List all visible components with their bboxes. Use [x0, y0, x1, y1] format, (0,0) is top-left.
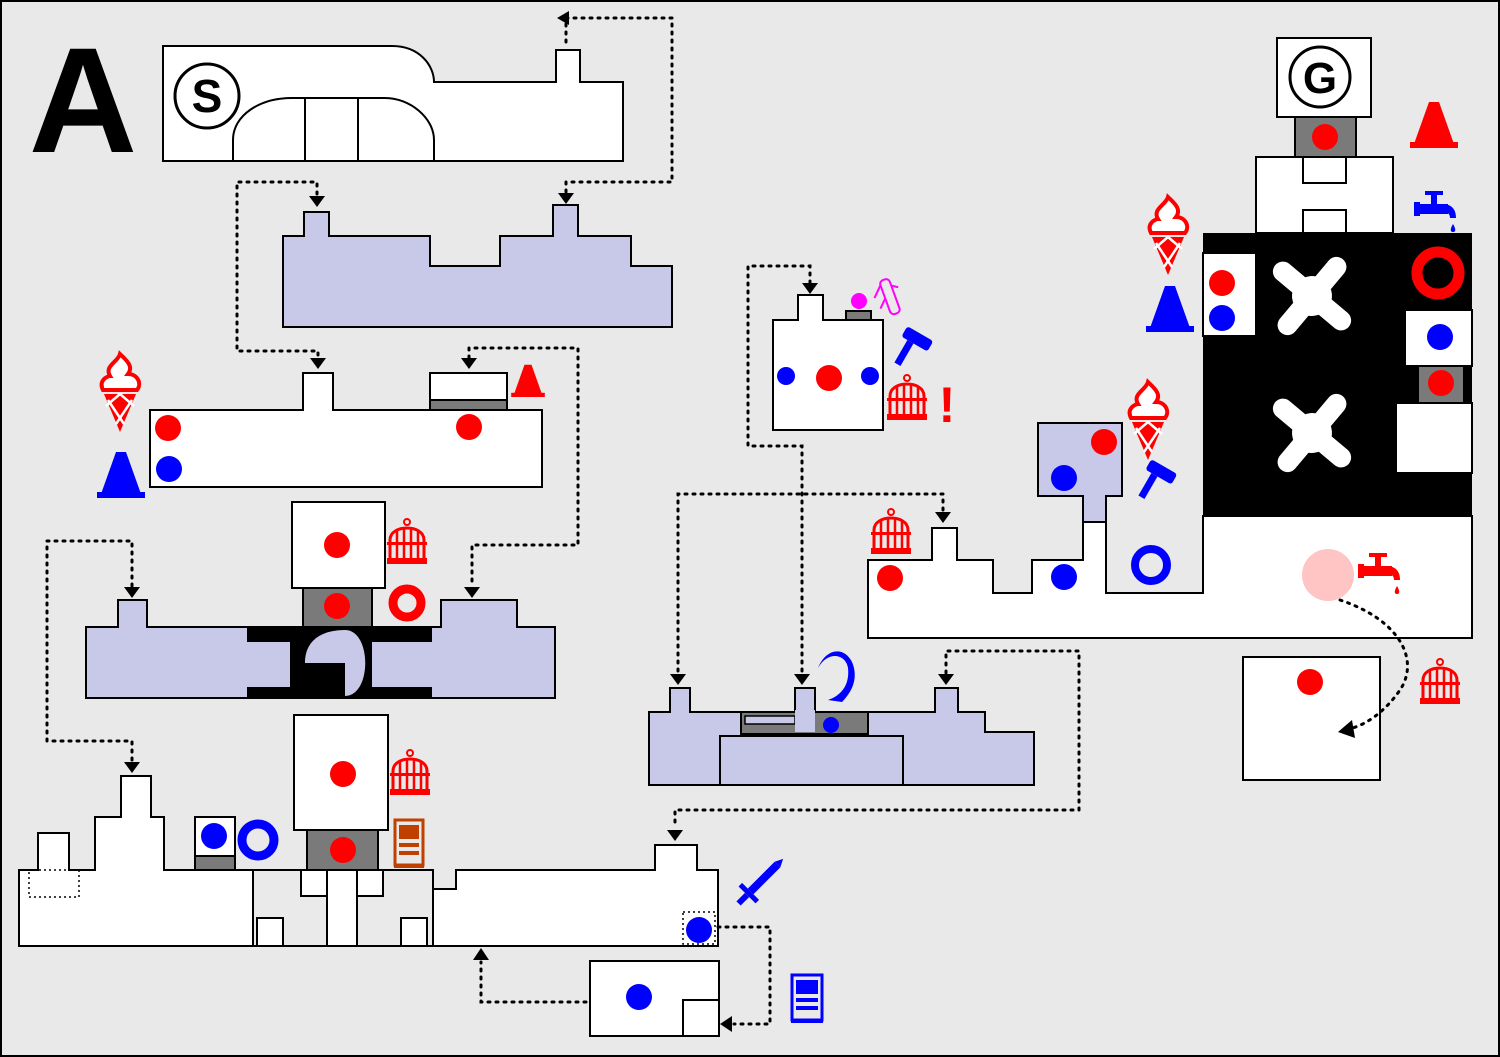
blue-switch[interactable] — [823, 717, 839, 733]
water-room-gear — [85, 501, 556, 699]
blue-switch[interactable] — [156, 456, 182, 482]
ghost-icon[interactable] — [818, 651, 855, 702]
water-room-upper — [282, 204, 673, 328]
red-switch[interactable] — [1297, 669, 1323, 695]
ring-icon[interactable] — [1131, 545, 1171, 585]
room-right-main — [867, 422, 1473, 639]
room-center-top — [772, 294, 884, 431]
fan-blade — [1272, 256, 1352, 336]
room-bottom — [589, 960, 720, 1037]
blue-switch[interactable] — [1209, 305, 1235, 331]
vending-machine-icon[interactable] — [790, 973, 824, 1023]
start-label: S — [192, 70, 223, 122]
ring-icon[interactable] — [237, 819, 279, 861]
goal-label: G — [1303, 54, 1337, 103]
red-switch[interactable] — [330, 761, 356, 787]
vending-machine-icon[interactable] — [393, 818, 425, 868]
blue-switch[interactable] — [1051, 465, 1077, 491]
blue-switch[interactable] — [686, 917, 712, 943]
room-lower-left — [18, 714, 719, 947]
red-switch[interactable] — [456, 414, 482, 440]
exclamation-icon[interactable]: ! — [939, 377, 956, 433]
connections — [45, 11, 1409, 1032]
start-room: S — [162, 45, 624, 162]
red-switch[interactable] — [324, 532, 350, 558]
room-bottom-right — [1242, 656, 1381, 781]
red-switch[interactable] — [1428, 370, 1454, 396]
blue-switch[interactable] — [1051, 564, 1077, 590]
red-switch[interactable] — [324, 593, 350, 619]
red-switch[interactable] — [1312, 124, 1338, 150]
blue-switch[interactable] — [777, 367, 795, 385]
pink-marker[interactable] — [1302, 549, 1354, 601]
red-switch[interactable] — [877, 565, 903, 591]
area-letter: A — [29, 16, 137, 184]
red-switch[interactable] — [816, 365, 842, 391]
blue-switch[interactable] — [201, 823, 227, 849]
blue-switch[interactable] — [626, 984, 652, 1010]
ring-icon[interactable] — [388, 584, 426, 622]
room-three — [149, 372, 543, 488]
red-switch[interactable] — [155, 415, 181, 441]
start-marker[interactable] — [173, 62, 241, 130]
goal-tower: G — [1202, 37, 1473, 516]
blue-switch[interactable] — [861, 367, 879, 385]
water-room-lower — [648, 687, 1035, 786]
red-switch[interactable] — [330, 837, 356, 863]
goal-marker[interactable] — [1288, 45, 1352, 109]
scroll-icon[interactable] — [870, 276, 907, 319]
fan-blade — [1272, 393, 1352, 473]
red-switch[interactable] — [1209, 270, 1235, 296]
ring-icon[interactable] — [1411, 246, 1465, 300]
blue-switch[interactable] — [1427, 324, 1453, 350]
red-switch[interactable] — [1091, 429, 1117, 455]
key-orb[interactable] — [851, 293, 867, 309]
